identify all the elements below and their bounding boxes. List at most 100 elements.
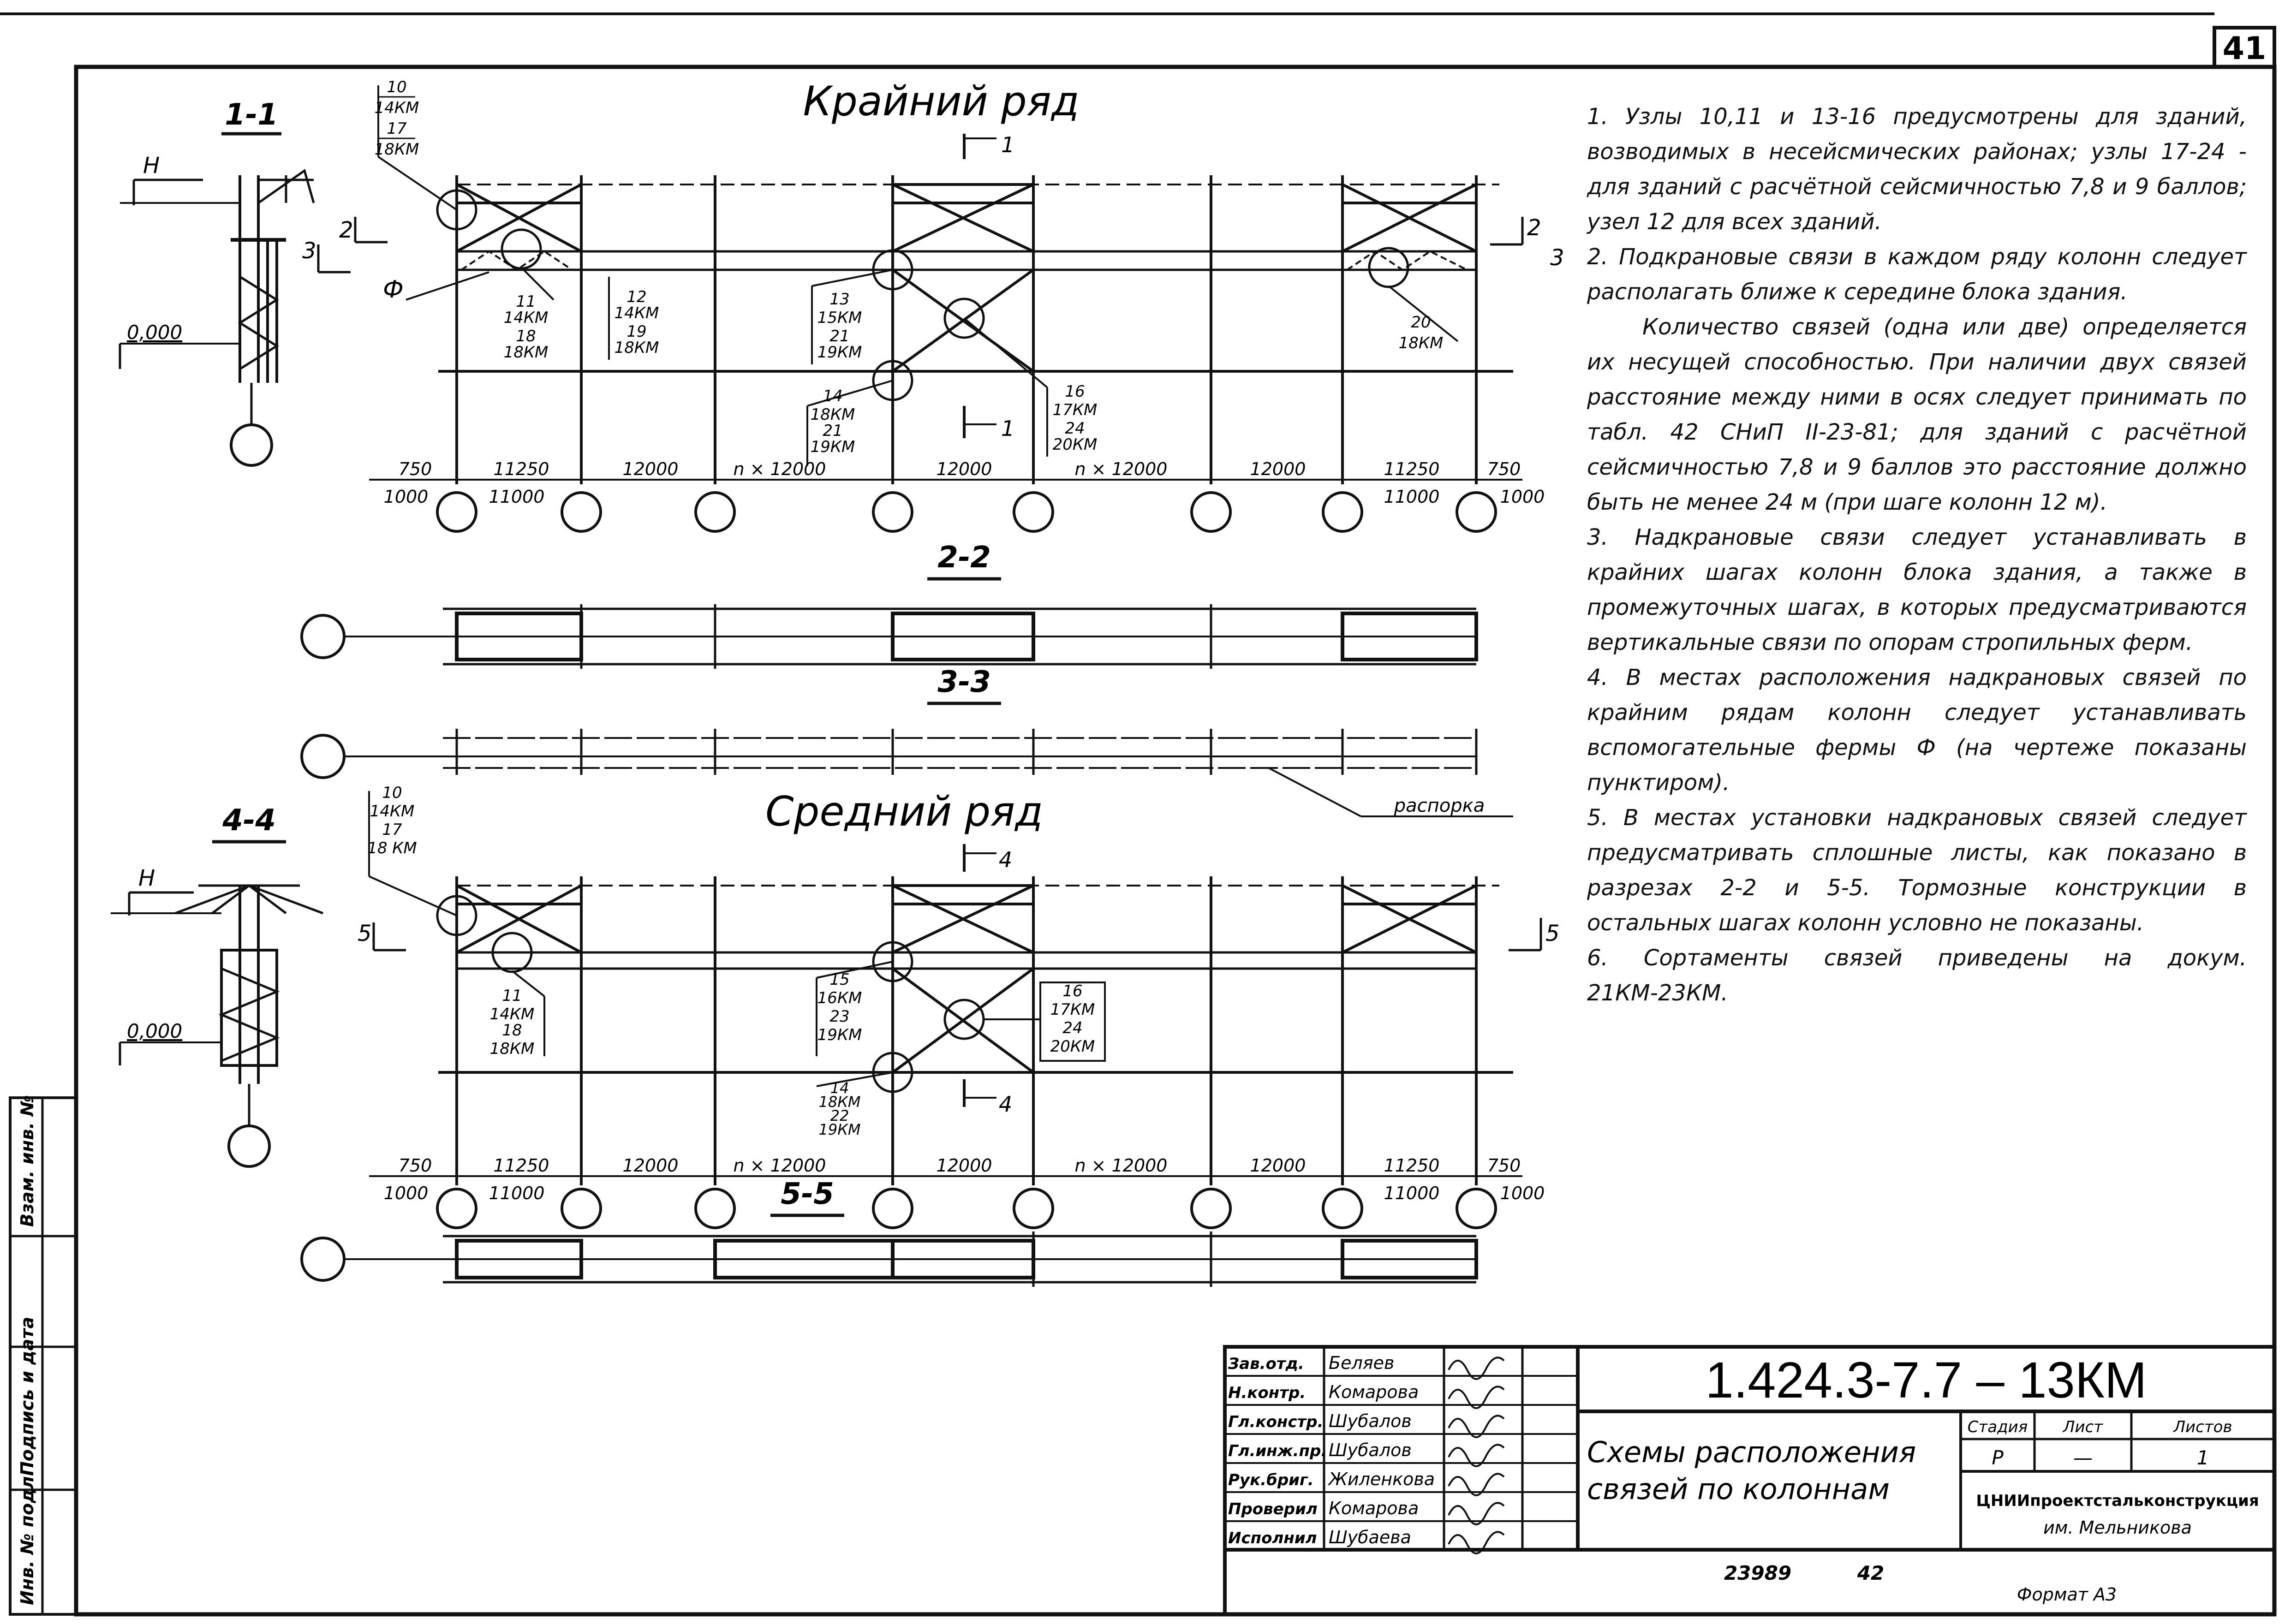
svg-text:n × 12000: n × 12000 <box>734 1155 826 1176</box>
section-4-4-H: H <box>138 865 155 891</box>
outer-row-title: Крайний ряд <box>803 77 1080 125</box>
svg-text:n × 12000: n × 12000 <box>1075 459 1168 479</box>
middle-row-elevation: Средний ряд <box>367 784 1560 1228</box>
note-1: 1. Узлы 10,11 и 13-16 предусмотрены для … <box>1587 104 2247 235</box>
svg-text:11000: 11000 <box>1384 1183 1440 1203</box>
svg-text:Листов: Листов <box>2172 1418 2232 1436</box>
section-4-4-label: 4-4 <box>222 803 276 838</box>
node-14-outer: 14 18КМ 21 19КМ <box>806 380 893 466</box>
svg-text:24: 24 <box>1062 1019 1082 1037</box>
svg-text:19: 19 <box>626 322 646 341</box>
svg-text:12000: 12000 <box>623 459 679 479</box>
svg-text:11000: 11000 <box>1384 487 1440 507</box>
svg-text:20КМ: 20КМ <box>1053 435 1098 454</box>
svg-text:12000: 12000 <box>623 1155 679 1176</box>
cut-4-bottom: 4 <box>999 1092 1012 1117</box>
svg-text:14КМ: 14КМ <box>370 802 415 821</box>
svg-text:20: 20 <box>1411 313 1431 332</box>
svg-text:11250: 11250 <box>494 459 549 479</box>
node-15-middle: 15 16КМ 23 19КМ <box>816 961 893 1056</box>
side-stamp-sign: Подпись и дата <box>17 1317 37 1476</box>
svg-text:Жиленкова: Жиленкова <box>1328 1469 1435 1489</box>
svg-text:19КМ: 19КМ <box>817 1026 862 1044</box>
cut-2-right: 2 <box>1527 215 1541 241</box>
svg-text:Беляев: Беляев <box>1329 1353 1394 1373</box>
svg-text:21: 21 <box>823 422 842 440</box>
sheet-frame <box>74 65 2277 1617</box>
svg-text:12: 12 <box>626 288 646 306</box>
svg-text:Комарова: Комарова <box>1329 1498 1419 1518</box>
cut-5-left: 5 <box>358 921 372 946</box>
cut-2-left: 2 <box>339 217 353 243</box>
note-4: 4. В местах расположения надкрановых свя… <box>1587 665 2247 796</box>
svg-text:12000: 12000 <box>937 1155 992 1176</box>
svg-text:18: 18 <box>516 327 536 345</box>
spacer-label: распорка <box>1394 795 1485 816</box>
svg-text:16: 16 <box>1065 382 1085 401</box>
node-12-outer: 12 14КМ 19 18КМ <box>608 277 659 360</box>
note-2: 2. Подкрановые связи в каждом ряду колон… <box>1587 244 2247 305</box>
svg-text:им. Мельникова: им. Мельникова <box>2043 1517 2192 1538</box>
svg-text:11: 11 <box>502 987 522 1005</box>
svg-text:750: 750 <box>399 1155 432 1176</box>
svg-text:20КМ: 20КМ <box>1050 1037 1095 1056</box>
node-10-outer: 10 14КМ 17 18КМ <box>375 78 458 211</box>
svg-text:18: 18 <box>502 1021 522 1040</box>
section-1-1-label: 1-1 <box>225 98 278 132</box>
document-title-1: Схемы расположения <box>1587 1435 1916 1469</box>
section-1-1-zero: 0,000 <box>127 321 182 344</box>
node-16-middle: 16 17КМ 24 20КМ <box>983 982 1106 1062</box>
middle-row-title: Средний ряд <box>765 788 1043 835</box>
svg-text:22: 22 <box>830 1107 849 1124</box>
svg-text:19КМ: 19КМ <box>811 438 855 456</box>
svg-text:11000: 11000 <box>489 1183 545 1203</box>
svg-text:17: 17 <box>387 119 407 138</box>
svg-text:17КМ: 17КМ <box>1053 401 1098 419</box>
svg-text:10: 10 <box>382 784 402 802</box>
node-11-middle: 11 14КМ 18 18КМ <box>490 970 545 1058</box>
svg-text:—: — <box>2073 1446 2093 1469</box>
svg-text:1: 1 <box>2197 1446 2209 1469</box>
format: Формат А3 <box>2017 1584 2117 1605</box>
cut-1-bottom: 1 <box>1001 416 1014 441</box>
svg-text:11250: 11250 <box>494 1155 549 1176</box>
svg-text:12000: 12000 <box>1250 459 1306 479</box>
phi-label-outer: Ф <box>383 276 404 303</box>
node-14-middle: 14 18КМ 22 19КМ <box>816 1071 893 1138</box>
svg-text:750: 750 <box>1487 1155 1521 1176</box>
svg-text:16: 16 <box>1062 982 1082 1000</box>
svg-text:18 КМ: 18 КМ <box>367 839 417 857</box>
section-1-1-H: H <box>143 153 160 178</box>
document-title-2: связей по колоннам <box>1587 1472 1890 1506</box>
svg-text:24: 24 <box>1065 419 1085 438</box>
node-20-outer: 20 18КМ <box>1388 285 1459 352</box>
cut-5-right: 5 <box>1545 921 1560 946</box>
svg-text:11250: 11250 <box>1384 1155 1440 1176</box>
section-2-2-label: 2-2 <box>937 541 991 575</box>
svg-text:12000: 12000 <box>1250 1155 1306 1176</box>
svg-text:11250: 11250 <box>1384 459 1440 479</box>
svg-text:18КМ: 18КМ <box>490 1040 535 1058</box>
svg-text:1000: 1000 <box>1500 1183 1545 1203</box>
node-16-outer: 16 17КМ 24 20КМ <box>963 317 1098 457</box>
cut-3-left: 3 <box>302 238 316 264</box>
svg-text:Р: Р <box>1992 1446 2004 1469</box>
svg-text:n × 12000: n × 12000 <box>1075 1155 1168 1176</box>
side-stamp-inv: Инв. № подл. <box>17 1469 37 1605</box>
svg-text:19КМ: 19КМ <box>818 1121 860 1138</box>
svg-text:14КМ: 14КМ <box>615 304 659 322</box>
outer-row-elevation: Крайний ряд <box>369 77 1564 531</box>
organization: ЦНИИпроектстальконструкция <box>1976 1492 2259 1510</box>
sheet-number: 41 <box>2223 30 2267 67</box>
cut-1-top: 1 <box>1001 132 1014 157</box>
svg-text:1000: 1000 <box>384 487 429 507</box>
node-11-outer: 11 14КМ 18 18КМ <box>504 267 555 362</box>
general-notes: 1. Узлы 10,11 и 13-16 предусмотрены для … <box>1587 99 2247 1011</box>
svg-text:14КМ: 14КМ <box>504 309 549 327</box>
svg-text:14КМ: 14КМ <box>490 1005 535 1023</box>
svg-text:13: 13 <box>829 290 849 309</box>
svg-text:18КМ: 18КМ <box>811 405 855 424</box>
svg-text:Н.контр.: Н.контр. <box>1228 1384 1306 1402</box>
note-3: 3. Надкрановые связи следует устанавлива… <box>1587 524 2247 655</box>
svg-text:18КМ: 18КМ <box>818 1093 860 1111</box>
